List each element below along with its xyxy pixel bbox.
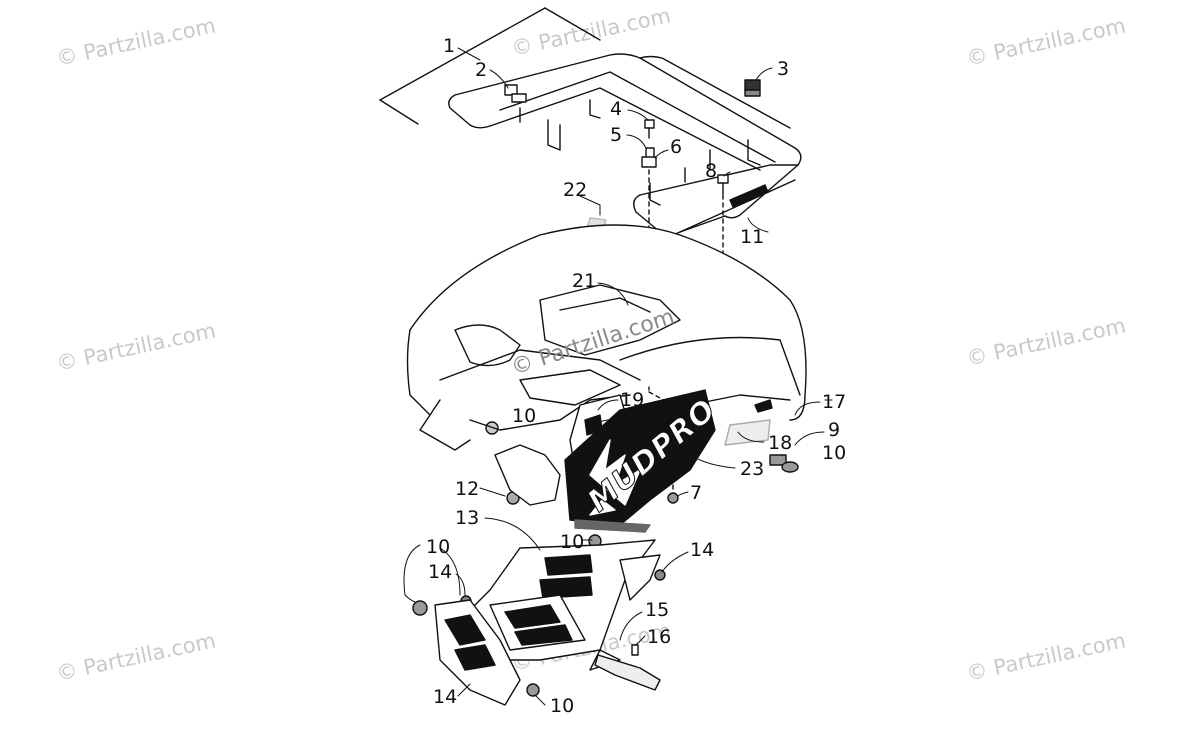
callout-3: 3 bbox=[777, 58, 790, 80]
callout-14-bottom: 14 bbox=[433, 686, 458, 708]
callout-7: 7 bbox=[690, 482, 703, 504]
callout-23: 23 bbox=[740, 458, 765, 480]
callout-17: 17 bbox=[822, 391, 847, 413]
callout-14-left: 14 bbox=[428, 561, 453, 583]
leader-lines bbox=[403, 47, 833, 706]
rear-rack bbox=[448, 53, 802, 236]
heel-guard-bracket bbox=[594, 654, 661, 691]
callout-15: 15 bbox=[645, 599, 670, 621]
callout-6: 6 bbox=[670, 136, 683, 158]
callout-16: 16 bbox=[647, 626, 672, 648]
callout-5: 5 bbox=[610, 124, 623, 146]
callout-22: 22 bbox=[563, 179, 588, 201]
callout-9: 9 bbox=[828, 419, 841, 441]
callout-11: 11 bbox=[740, 226, 765, 248]
callout-13: 13 bbox=[455, 507, 480, 529]
callout-10-right: 10 bbox=[822, 442, 847, 464]
callout-4: 4 bbox=[610, 98, 623, 120]
assembly-bracket-lines bbox=[379, 7, 601, 125]
callout-1: 1 bbox=[443, 35, 456, 57]
callout-18: 18 bbox=[768, 432, 793, 454]
footwell bbox=[434, 539, 661, 706]
callout-19: 19 bbox=[620, 389, 645, 411]
callout-10-top: 10 bbox=[512, 405, 537, 427]
callout-21: 21 bbox=[572, 270, 597, 292]
callout-12: 12 bbox=[455, 478, 480, 500]
callout-14-right: 14 bbox=[690, 539, 715, 561]
callout-10-left: 10 bbox=[426, 536, 451, 558]
mudpro-graphic bbox=[564, 389, 773, 533]
callout-10-bottom: 10 bbox=[550, 695, 575, 717]
callout-2: 2 bbox=[475, 59, 488, 81]
callout-10-mid: 10 bbox=[560, 531, 585, 553]
callout-20: 20 bbox=[620, 412, 645, 434]
callout-8: 8 bbox=[705, 160, 718, 182]
